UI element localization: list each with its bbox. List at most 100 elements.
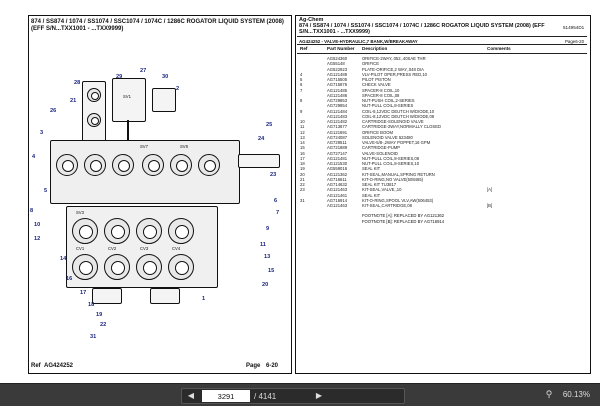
row-part-number: AG715505 — [327, 77, 348, 82]
row-description: SOLENOID VALVE 523480 — [362, 134, 413, 140]
zoom-icon[interactable]: ⚲ — [545, 389, 553, 399]
callout-number: 14 — [60, 256, 67, 262]
row-part-number: AG716914 — [327, 197, 348, 203]
callout-number: 28 — [74, 80, 81, 86]
row-ref: 20 — [300, 171, 305, 177]
row-part-number: AG714632 — [327, 182, 348, 187]
coil-part — [170, 154, 192, 176]
row-description: ORIFICE BOOM — [362, 129, 393, 135]
row-part-number: AG727147 — [327, 150, 348, 156]
callout-number: 9 — [266, 226, 270, 232]
row-description: VALVE-5/8-,2WAY POPPET,16 GPM — [362, 140, 431, 145]
row-description: SPACER-8 COIL,08 — [362, 92, 400, 98]
row-description: COIL-8,12VDC DEUTCH W/DIODE,08 — [362, 113, 435, 119]
parts-list-row: 12 AG121691 ORIFICE BOOM — [300, 130, 584, 135]
row-part-number: AG121486 — [327, 92, 348, 98]
coil-part — [72, 218, 98, 244]
callout-number: 24 — [258, 136, 265, 142]
row-part-number: AG524360 — [327, 56, 348, 61]
row-part-number: AG721889 — [327, 145, 348, 151]
row-description: SEAL KIT — [362, 166, 381, 172]
next-page-button[interactable]: ▶ — [315, 391, 323, 400]
row-description: COIL-8,12VDC DEUTCH W/DIODE,10 — [362, 108, 435, 114]
coil-part — [112, 154, 134, 176]
valve-stem — [127, 120, 129, 142]
row-description: NUT-PUSH COIL,2-SERIES — [362, 98, 415, 103]
coil-part — [87, 88, 101, 102]
left-page-title: 874 / SS874 / 1074 / SS1074 / SSC1074 / … — [31, 19, 284, 25]
row-ref: 6 — [300, 82, 303, 88]
row-description: KIT-SEAL,MANUAL,SPRING RETURN — [362, 171, 435, 177]
coil-part — [104, 218, 130, 244]
row-description: KIT-SEAL,CARTRIDGE,08 — [362, 203, 412, 208]
total-pages: / 4141 — [254, 391, 277, 401]
divider — [297, 53, 587, 54]
divider — [297, 36, 587, 37]
row-part-number: AG121691 — [327, 129, 348, 135]
callout-number: 22 — [100, 322, 107, 328]
diagram-label: CV1 — [76, 246, 85, 251]
row-part-number: AG559016 — [327, 166, 348, 172]
row-description: PILOT PISTON — [362, 77, 391, 82]
coil-part — [87, 113, 101, 127]
zoom-level[interactable]: 60.13% — [562, 390, 590, 399]
solenoid-housing — [112, 78, 146, 122]
right-page-title: 874 / SS874 / 1074 / SS1074 / SSC1074 / … — [299, 23, 545, 29]
row-part-number: AG121481 — [327, 155, 348, 161]
coil-part — [168, 218, 194, 244]
callout-number: 16 — [66, 276, 73, 282]
row-description: KIT-SEAL,VALVE,,10 — [362, 187, 402, 193]
coil-part — [136, 218, 162, 244]
callout-number: 8 — [30, 208, 34, 214]
callout-number: 4 — [32, 154, 36, 160]
row-part-number: AG716611 — [327, 176, 347, 182]
diagram-label: SV3 — [76, 210, 84, 215]
row-ref — [300, 203, 327, 208]
right-page-subtitle: S/N...TXX1001 - ...TXX9999) — [299, 29, 370, 35]
coil-part — [168, 254, 194, 280]
page-reference: Page6-20 — [565, 39, 585, 44]
row-ref: 15 — [300, 145, 305, 151]
row-part-number: AG713677 — [327, 124, 348, 130]
callout-number: 20 — [262, 282, 269, 288]
row-part-number: AG121362 — [327, 171, 348, 177]
row-part-number: AG121461 — [327, 192, 348, 198]
callout-number: 17 — [80, 290, 87, 296]
previous-page-button[interactable]: ◀ — [187, 391, 195, 400]
current-page-input[interactable] — [202, 390, 250, 402]
row-ref: 21 — [300, 176, 305, 182]
row-description: CHECK VALVE — [362, 82, 391, 88]
callout-number: 26 — [50, 108, 57, 114]
diagram-label: CV4 — [172, 246, 181, 251]
row-ref: 12 — [300, 129, 305, 135]
brand-name: Ag-Chem — [299, 17, 324, 23]
left-page-page-label: Page — [246, 363, 261, 369]
callout-number: 3 — [40, 130, 44, 136]
diagram-label: SV7 — [140, 144, 148, 149]
section-title: AG424252 - VALVE-HYDRAULIC,7 BANK,W/BREA… — [299, 39, 418, 44]
callout-number: 1 — [202, 296, 206, 302]
callout-number: 2 — [176, 86, 180, 92]
coil-part — [142, 154, 164, 176]
row-part-number: AG729853 — [327, 98, 348, 103]
row-part-number: AG121483 — [327, 113, 348, 119]
viewer-status-bar: ◀ / 4141 ▶ ⚲ 60.13% — [0, 383, 600, 406]
row-ref: 4 — [300, 71, 303, 77]
end-cap — [92, 288, 122, 304]
doc-number: 514954D1 — [563, 25, 585, 30]
column-header-part-number: Part Number — [327, 46, 355, 51]
